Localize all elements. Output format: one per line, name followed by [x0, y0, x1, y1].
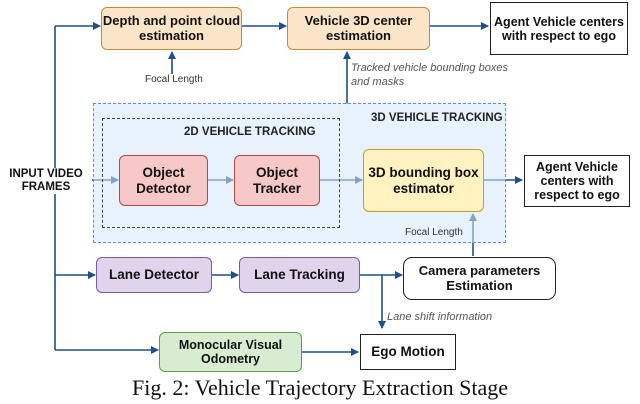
figure-caption: Fig. 2: Vehicle Trajectory Extraction St… — [132, 375, 508, 400]
region-2d-vehicle-tracking — [102, 118, 340, 228]
focal-length-bottom-label: Focal Length — [405, 227, 463, 238]
agent-centers-mid-box: Agent Vehicle centers with respect to eg… — [524, 155, 630, 207]
depth-point-cloud-box: Depth and point cloud estimation — [101, 7, 242, 50]
ego-motion-box: Ego Motion — [360, 334, 456, 370]
tracked-boxes-label: Tracked vehicle bounding boxes and masks — [351, 62, 508, 88]
lane-tracking-box: Lane Tracking — [239, 257, 360, 293]
vehicle-3d-center-box: Vehicle 3D center estimation — [287, 7, 430, 50]
region-2d-label: 2D VEHICLE TRACKING — [184, 126, 316, 138]
bbox-3d-estimator-box: 3D bounding box estimator — [363, 149, 484, 212]
camera-parameters-box: Camera parameters Estimation — [403, 257, 556, 300]
agent-centers-top-box: Agent Vehicle centers with respect to eg… — [490, 2, 628, 55]
lane-detector-box: Lane Detector — [96, 257, 212, 293]
focal-length-top-label: Focal Length — [145, 74, 203, 85]
input-video-frames-label: INPUT VIDEO FRAMES — [0, 168, 92, 195]
visual-odometry-box: Monocular Visual Odometry — [159, 332, 302, 372]
object-detector-box: Object Detector — [119, 155, 208, 206]
object-tracker-box: Object Tracker — [234, 155, 320, 206]
region-3d-label: 3D VEHICLE TRACKING — [371, 112, 503, 124]
lane-shift-label: Lane shift information — [387, 311, 493, 323]
